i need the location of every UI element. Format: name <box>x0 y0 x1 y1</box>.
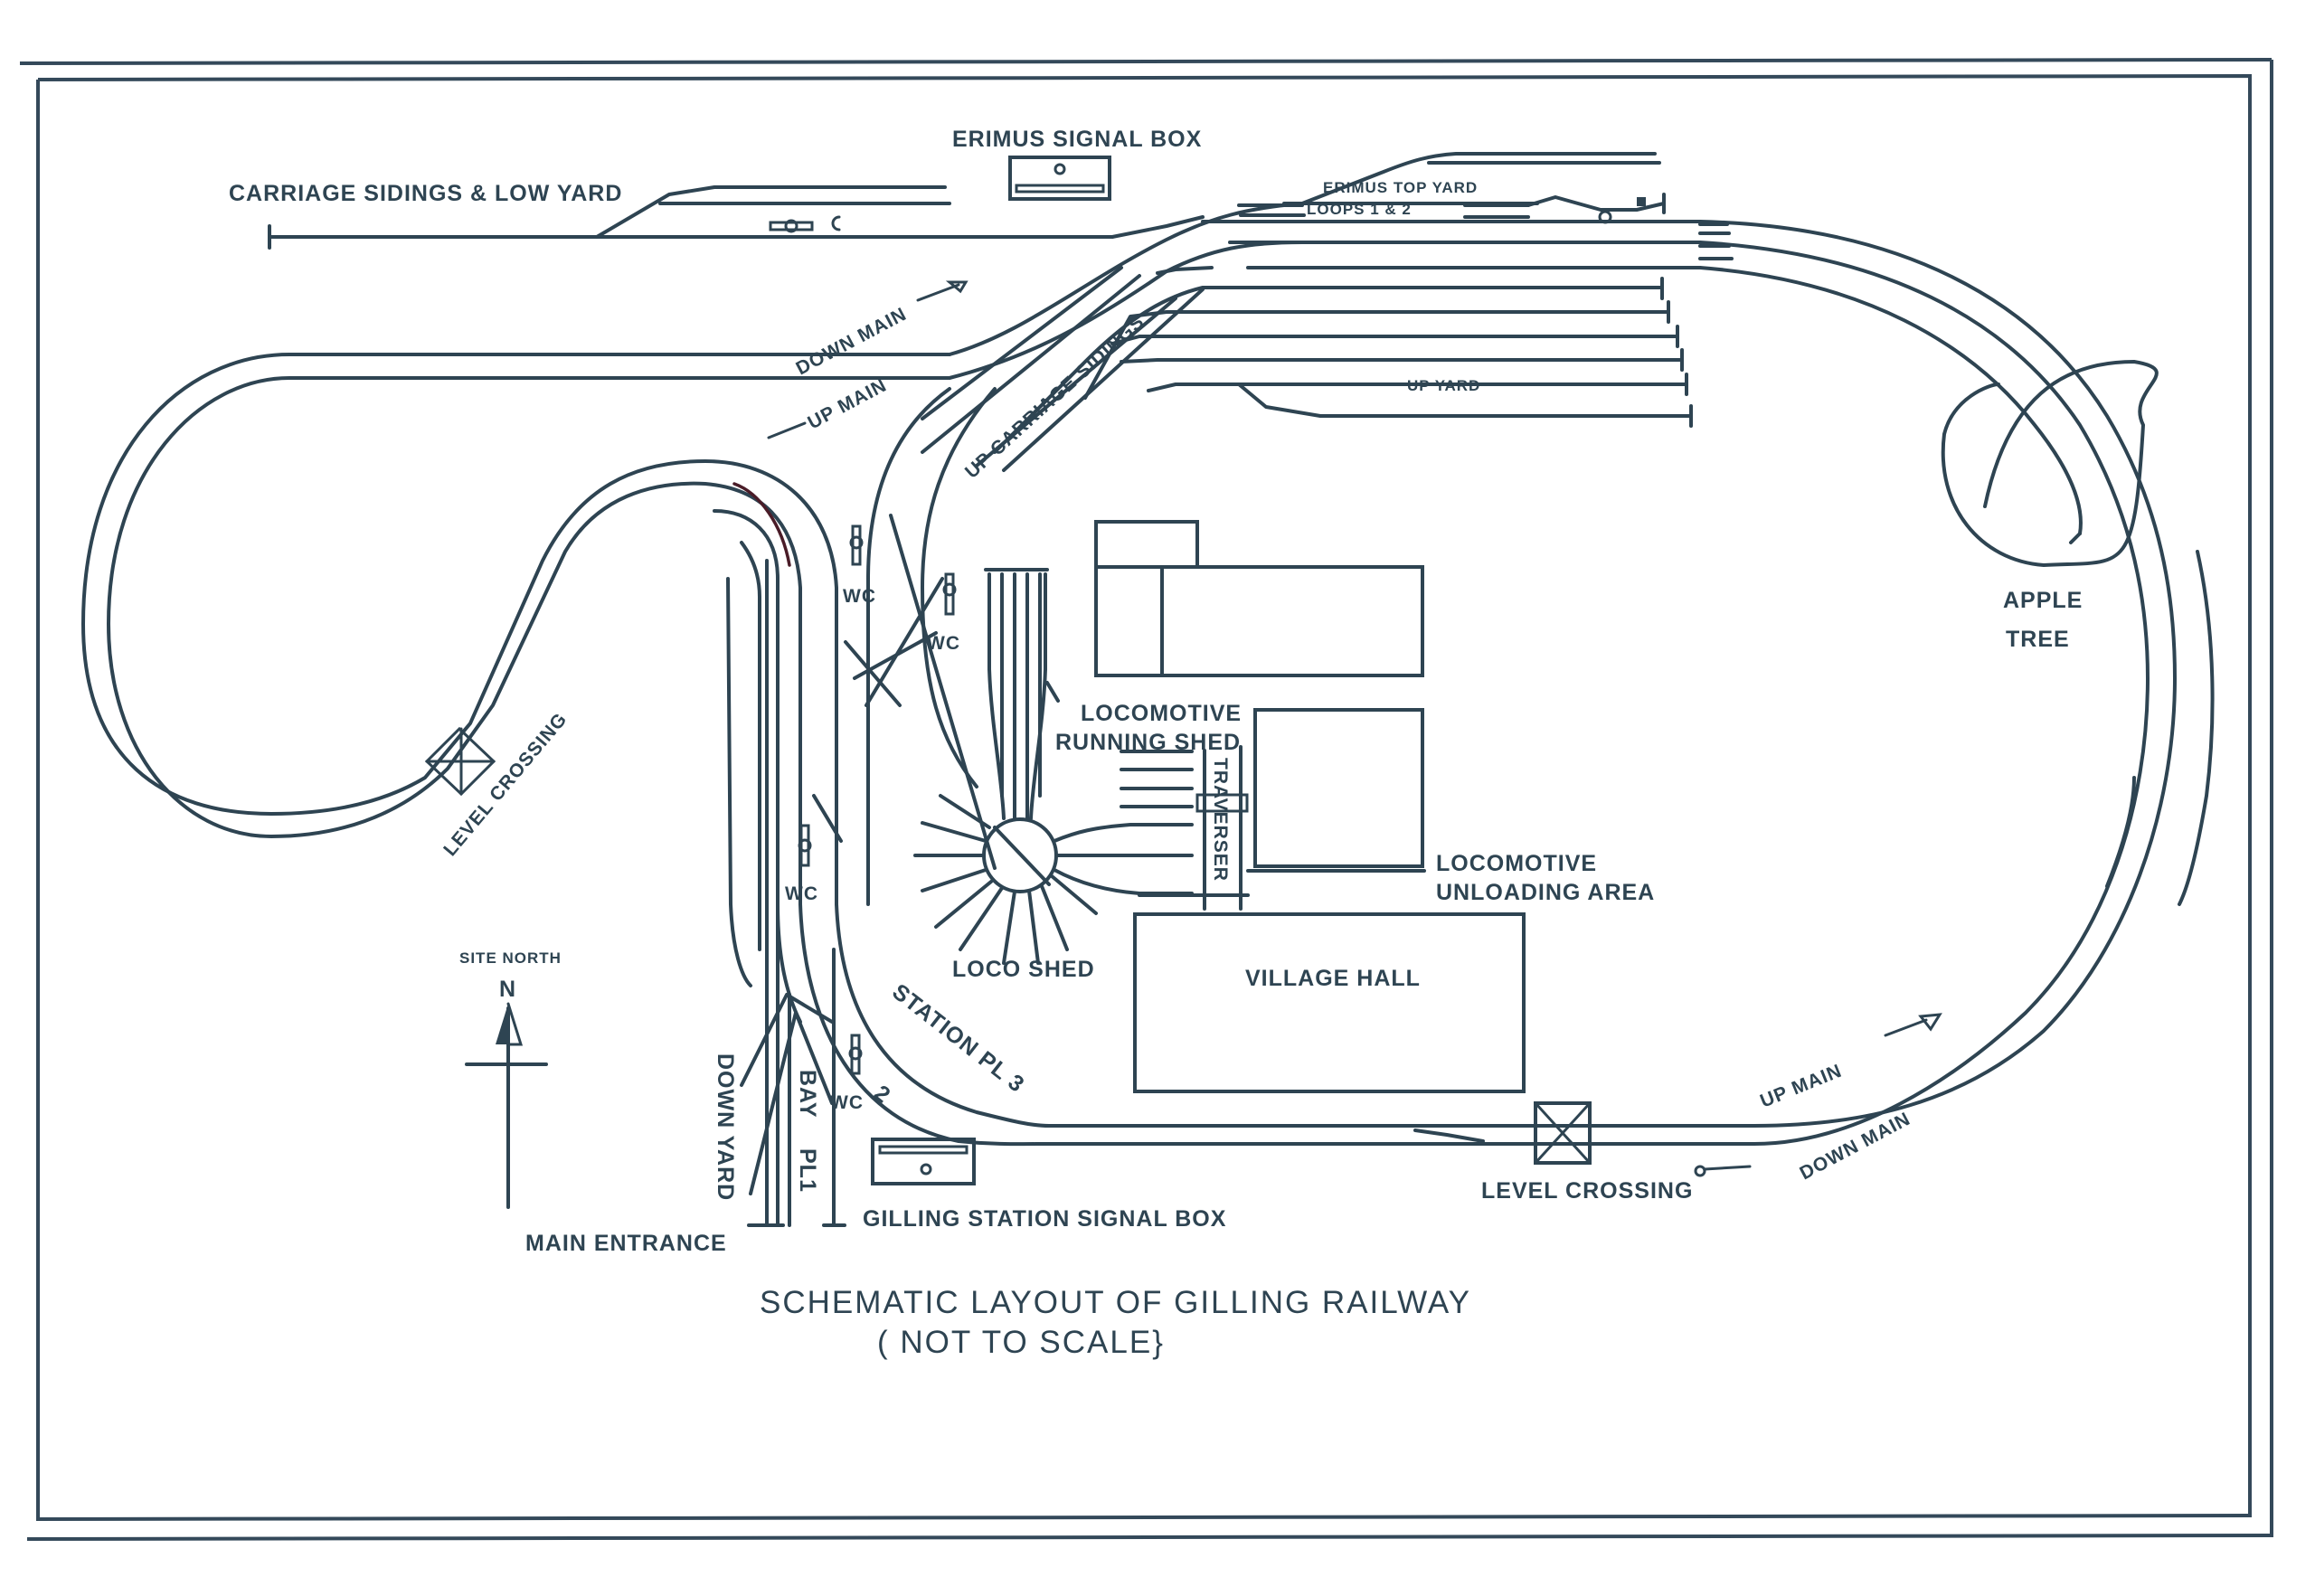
label-village-hall: VILLAGE HALL <box>1245 966 1421 991</box>
label-loco-running-shed-1: LOCOMOTIVE <box>1081 701 1242 726</box>
apple-tree <box>1941 360 2159 567</box>
diagram-subtitle: ( NOT TO SCALE} <box>877 1325 1165 1360</box>
label-site-north: SITE NORTH <box>459 949 562 967</box>
label-loco-unloading-1: LOCOMOTIVE <box>1436 851 1597 876</box>
village-hall-building <box>1133 912 1526 1093</box>
up-yard <box>993 266 1693 454</box>
label-up-yard: UP YARD <box>1407 377 1480 394</box>
locomotive-running-shed <box>984 568 1060 820</box>
up-carriage-sidings <box>921 266 1205 472</box>
label-loco-running-shed-2: RUNNING SHED <box>1055 730 1241 755</box>
north-arrow <box>465 1002 548 1209</box>
label-tree: TREE <box>2006 627 2070 652</box>
arrow-down-main-top <box>916 283 960 302</box>
label-wc-3: WC <box>785 883 818 904</box>
label-loco-unloading-2: UNLOADING AREA <box>1436 880 1655 905</box>
label-up-main-top: UP MAIN <box>805 374 891 433</box>
level-crossing-left <box>424 726 496 797</box>
drawing-frame <box>19 58 2273 1541</box>
label-erimus-signal-box: ERIMUS SIGNAL BOX <box>952 127 1202 152</box>
label-loops: LOOPS 1 & 2 <box>1307 201 1412 218</box>
label-bay: BAY <box>795 1070 820 1119</box>
label-main-entrance: MAIN ENTRANCE <box>525 1231 727 1256</box>
signal-post-icon <box>849 524 864 566</box>
traverser <box>1138 745 1426 911</box>
main-line-left-loop <box>81 202 1657 906</box>
water-crane-icons <box>798 524 957 1075</box>
label-wc-2: WC <box>927 633 960 654</box>
label-loco-shed: LOCO SHED <box>952 957 1095 982</box>
label-wc-4: WC <box>830 1092 864 1113</box>
label-traverser: TRAVERSER <box>1210 758 1231 882</box>
label-pl2: 2 <box>869 1081 895 1109</box>
label-station-pl3: STATION PL 3 <box>887 979 1029 1098</box>
signal-post-icon <box>798 824 812 867</box>
label-carriage-sidings: CARRIAGE SIDINGS & LOW YARD <box>229 181 622 206</box>
erimus-top-yard <box>1201 152 1734 269</box>
signal-post-icon <box>848 1034 863 1075</box>
gilling-signal-box <box>871 1138 976 1185</box>
label-north-n: N <box>499 977 516 1002</box>
loco-shed-turntable <box>913 750 1194 965</box>
buildings-north <box>1094 520 1424 868</box>
diagram-title: SCHEMATIC LAYOUT OF GILLING RAILWAY <box>760 1285 1471 1320</box>
erimus-signal-box <box>1008 156 1111 201</box>
label-wc-1: WC <box>843 586 876 607</box>
signal-post-icon <box>942 572 957 616</box>
label-apple: APPLE <box>2003 588 2083 613</box>
carriage-sidings-low-yard <box>268 185 1205 250</box>
label-down-yard: DOWN YARD <box>713 1053 738 1201</box>
label-level-crossing-left: LEVEL CROSSING <box>439 709 572 860</box>
label-up-main-bottom: UP MAIN <box>1757 1061 1845 1112</box>
highlight-track <box>732 482 791 567</box>
gilling-station-tracks <box>713 387 1051 1227</box>
label-gilling-signal-box: GILLING STATION SIGNAL BOX <box>863 1206 1226 1232</box>
level-crossing-bottom <box>1413 1101 1592 1165</box>
label-down-main-top: DOWN MAIN <box>793 304 911 380</box>
main-line-right-loop <box>1047 220 2215 1146</box>
label-level-crossing-bottom: LEVEL CROSSING <box>1481 1178 1693 1204</box>
label-pl1: PL1 <box>795 1148 820 1193</box>
label-erimus-top-yard: ERIMUS TOP YARD <box>1323 179 1478 196</box>
ground-signal-icon <box>769 215 841 233</box>
direction-arrows <box>767 280 1942 1177</box>
arrow-up-main-top <box>767 421 807 439</box>
